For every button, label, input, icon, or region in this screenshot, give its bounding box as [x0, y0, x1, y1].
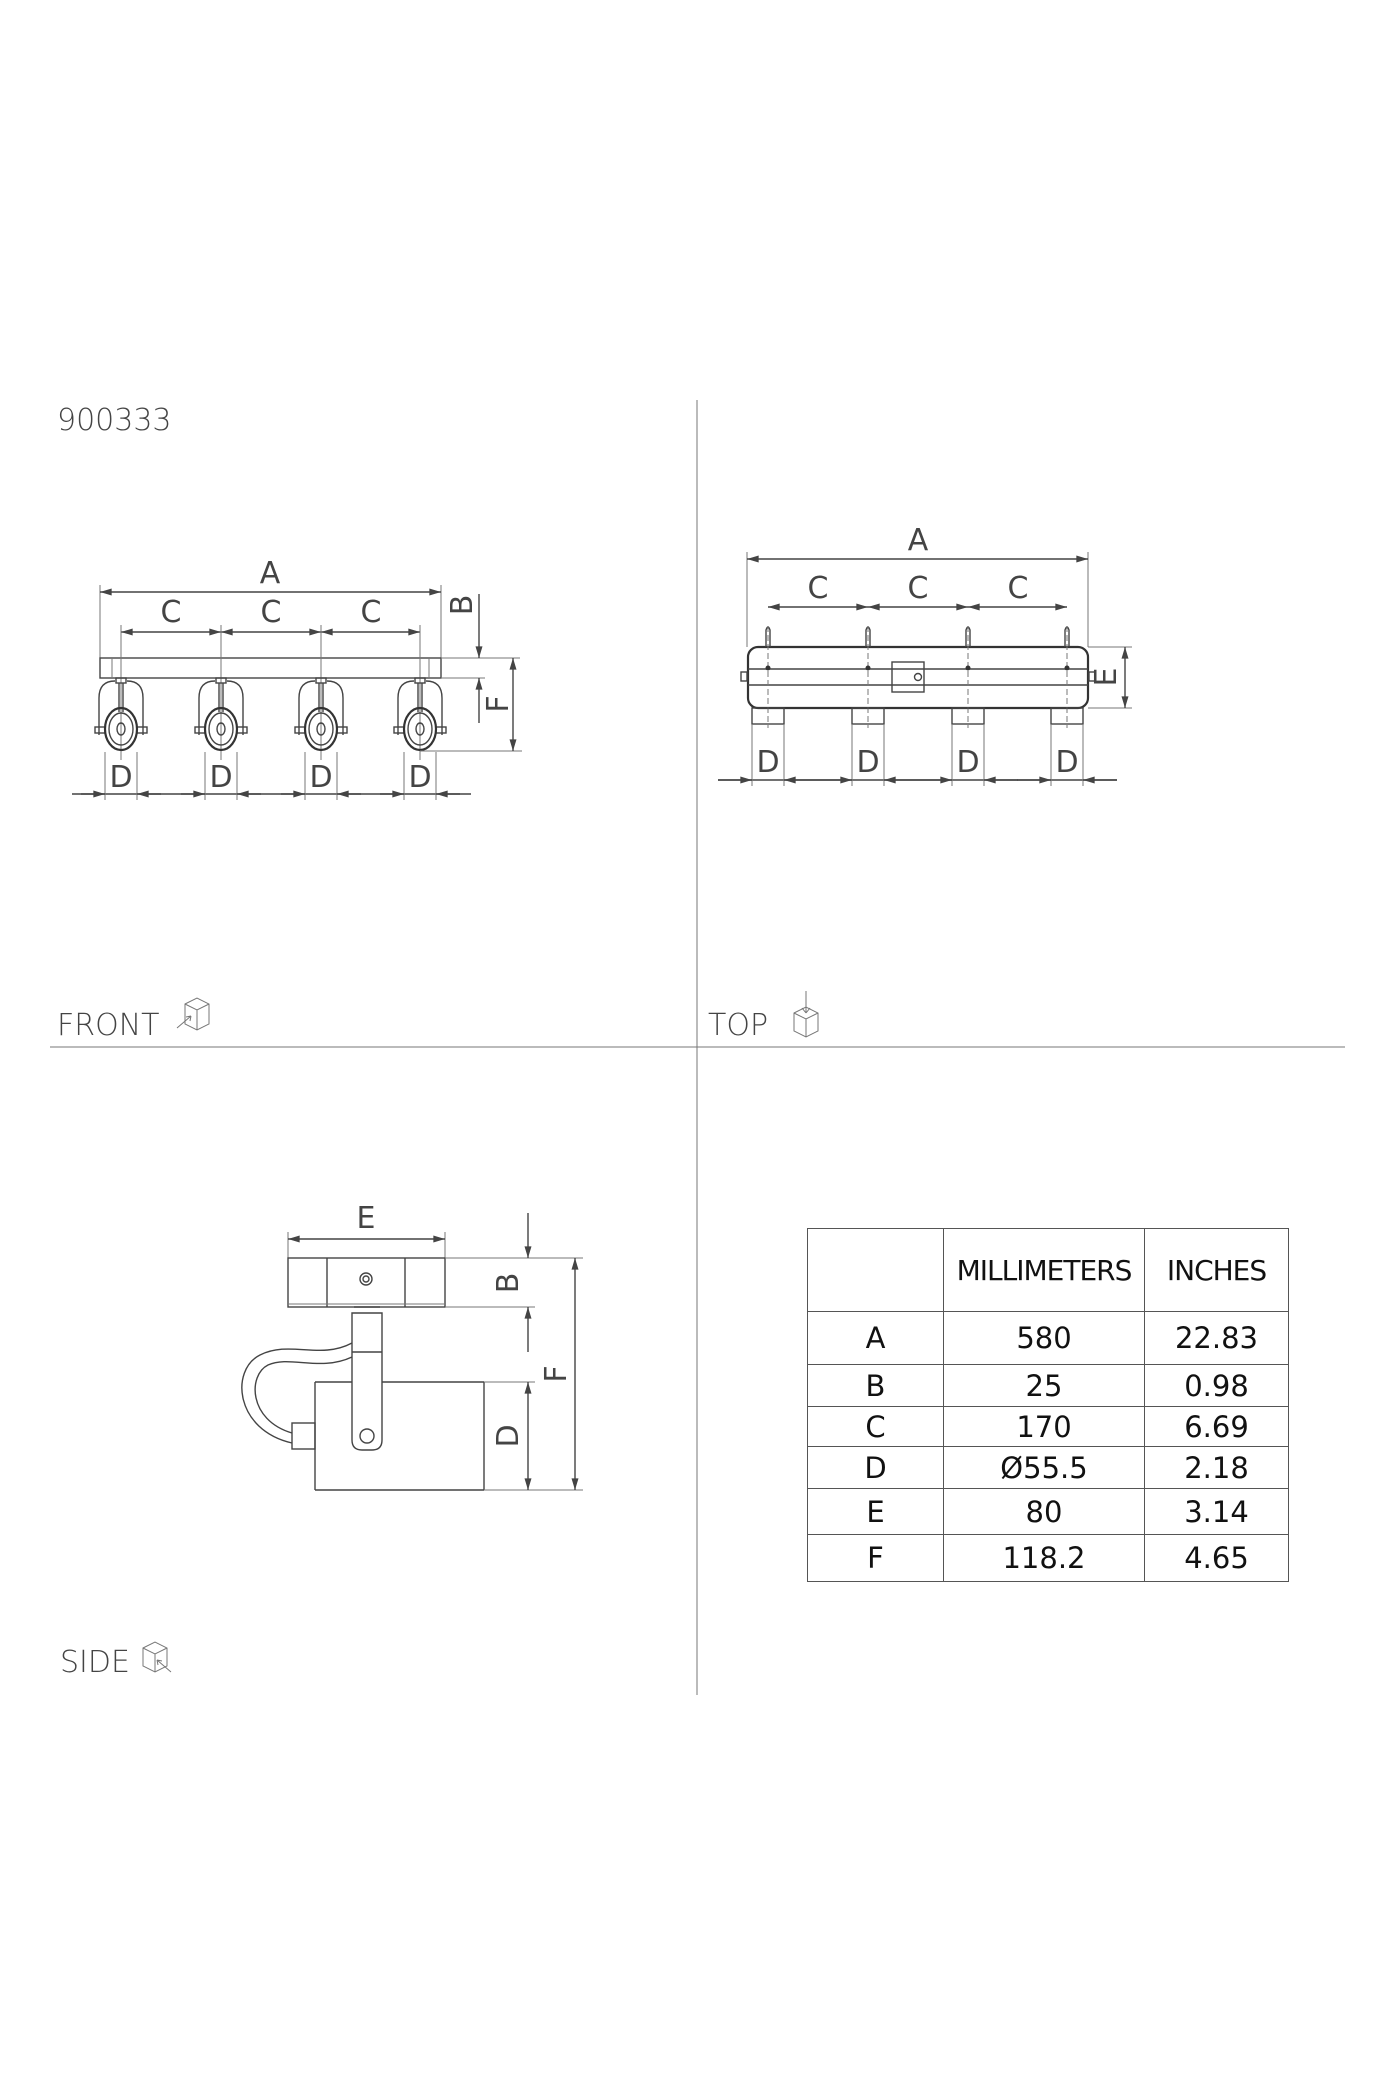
spotlight-fixture: [294, 625, 348, 760]
dim-label-d: D: [856, 745, 879, 780]
dim-in: 6.69: [1144, 1406, 1289, 1447]
side-view: E B D F: [241, 1201, 583, 1491]
dim-label-f: F: [539, 1365, 574, 1382]
dim-mm: 80: [943, 1488, 1145, 1535]
screw-icon: [359, 1272, 373, 1286]
product-code: 900333: [57, 403, 172, 438]
dim-letter: B: [807, 1364, 944, 1407]
dim-label-c: C: [261, 595, 282, 630]
spotlight-fixture: [94, 625, 148, 760]
dim-letter: F: [807, 1534, 944, 1582]
dim-label-e: E: [1089, 668, 1124, 687]
dim-label-f: F: [481, 695, 516, 712]
top-view: A C C C E D D D D: [718, 523, 1132, 786]
dim-letter: E: [807, 1488, 944, 1535]
view-label-front: FRONT: [57, 1008, 159, 1043]
dim-in: 4.65: [1144, 1534, 1289, 1582]
dim-label-d: D: [309, 760, 332, 795]
dim-label-c: C: [1008, 571, 1029, 606]
cable: [241, 1342, 353, 1444]
dim-letter: A: [807, 1311, 944, 1365]
dim-label-d: D: [956, 745, 979, 780]
spotlight-fixture-top: [1050, 626, 1084, 728]
view-label-side: SIDE: [60, 1645, 130, 1680]
dim-label-d: D: [1055, 745, 1078, 780]
dim-label-c: C: [808, 571, 829, 606]
dim-label-d: D: [209, 760, 232, 795]
dim-label-e: E: [357, 1201, 376, 1236]
spotlight-fixture-top: [951, 626, 985, 728]
dim-label-a: A: [260, 556, 281, 591]
dim-label-c: C: [908, 571, 929, 606]
spotlight-fixture-top: [751, 626, 785, 728]
dim-mm: 25: [943, 1364, 1145, 1407]
dim-in: 22.83: [1144, 1311, 1289, 1365]
dim-mm: Ø55.5: [943, 1446, 1145, 1489]
front-view-cube-icon: [176, 997, 210, 1031]
header-cell-inches: INCHES: [1144, 1228, 1289, 1312]
dim-in: 2.18: [1144, 1446, 1289, 1489]
front-view: A C C C B F D D D D: [72, 556, 522, 800]
table-header-row: MILLIMETERS INCHES: [807, 1228, 1289, 1312]
dim-label-c: C: [361, 595, 382, 630]
dim-label-d: D: [756, 745, 779, 780]
spotlight-fixture: [194, 625, 248, 760]
dim-label-a: A: [908, 523, 929, 558]
dim-mm: 580: [943, 1311, 1145, 1365]
dim-letter: D: [807, 1446, 944, 1489]
spotlight-fixture-top: [851, 626, 885, 728]
side-view-cube-icon: [142, 1641, 172, 1673]
header-cell: [807, 1228, 944, 1312]
dim-label-c: C: [161, 595, 182, 630]
dim-label-d: D: [491, 1424, 526, 1447]
dim-mm: 118.2: [943, 1534, 1145, 1582]
dim-label-b: B: [491, 1273, 526, 1294]
dim-label-d: D: [408, 760, 431, 795]
dim-label-b: B: [445, 595, 480, 616]
dim-in: 3.14: [1144, 1488, 1289, 1535]
top-view-cube-icon: [793, 991, 819, 1038]
view-label-top: TOP: [708, 1008, 768, 1043]
dim-mm: 170: [943, 1406, 1145, 1447]
dim-label-d: D: [109, 760, 132, 795]
dim-letter: C: [807, 1406, 944, 1447]
header-cell-millimeters: MILLIMETERS: [943, 1228, 1145, 1312]
dim-in: 0.98: [1144, 1364, 1289, 1407]
spotlight-fixture: [393, 625, 447, 760]
